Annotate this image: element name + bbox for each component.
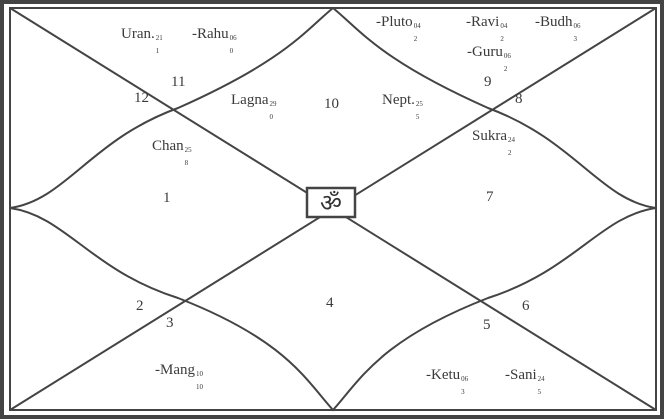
planet-name: -Ketu	[426, 367, 461, 383]
planet-sign: 3	[573, 35, 578, 43]
planet-sign: 1	[155, 47, 160, 55]
house-number-7: 7	[486, 189, 494, 205]
house-number-2: 2	[136, 298, 144, 314]
house-number-9: 9	[484, 74, 492, 90]
planet-uran: Uran.21 1	[121, 26, 165, 55]
planet-name: Uran.	[121, 26, 155, 42]
planet-name: -Rahu	[192, 26, 229, 42]
planet-degree: 04	[500, 22, 508, 30]
planet-sign: 8	[184, 159, 189, 167]
planet-name: -Ravi	[466, 14, 500, 30]
planet-sign: 3	[461, 388, 465, 396]
house-number-5: 5	[483, 317, 491, 333]
planet-name: Nept.	[382, 92, 415, 108]
planet-sign: 5	[415, 113, 420, 121]
house-number-11: 11	[171, 74, 186, 90]
planet-sign: 2	[500, 35, 504, 43]
planet-degree: 04	[413, 22, 421, 30]
planet-name: Chan	[152, 138, 184, 154]
house-number-8: 8	[515, 91, 523, 107]
house-number-1: 1	[163, 190, 171, 206]
house-number-3: 3	[166, 315, 174, 331]
planet-sign: 5	[537, 388, 542, 396]
planet-sign: 2	[508, 149, 512, 157]
house-number-6: 6	[522, 298, 530, 314]
planet-degree: 24	[537, 375, 545, 383]
planet-name: -Budh	[535, 14, 573, 30]
planet-sign: 2	[413, 35, 418, 43]
center-lotus-curves	[9, 6, 657, 412]
planet-degree: 21	[155, 34, 163, 42]
planet-degree: 06	[461, 375, 469, 383]
planet-name: Lagna	[231, 92, 269, 108]
planet-degree: 29	[269, 100, 277, 108]
planet-name: -Guru	[467, 44, 503, 60]
planet-nept: Nept.25 5	[382, 92, 425, 121]
planet-name: Sukra	[472, 128, 507, 144]
center-om-box	[305, 186, 357, 219]
planet-degree: 24	[508, 136, 515, 144]
planet-sign: 10	[196, 383, 203, 391]
planet-degree: 25	[415, 100, 423, 108]
planet-sign: 2	[503, 65, 508, 73]
planet-name: -Pluto	[376, 14, 413, 30]
planet-sign: 0	[229, 47, 234, 55]
house-number-12: 12	[134, 90, 149, 106]
planet-name: -Sani	[505, 367, 537, 383]
house-number-4: 4	[326, 295, 334, 311]
house-number-10: 10	[324, 96, 339, 112]
planet-name: -Mang	[155, 362, 195, 378]
planet-degree: 06	[503, 52, 511, 60]
planet-degree: 25	[184, 146, 192, 154]
planet-sign: 0	[269, 113, 273, 121]
planet-degree: 06	[573, 22, 581, 30]
planet-degree: 10	[196, 370, 203, 378]
planet-degree: 06	[229, 34, 237, 42]
om-symbol-icon: ॐ	[320, 189, 342, 217]
